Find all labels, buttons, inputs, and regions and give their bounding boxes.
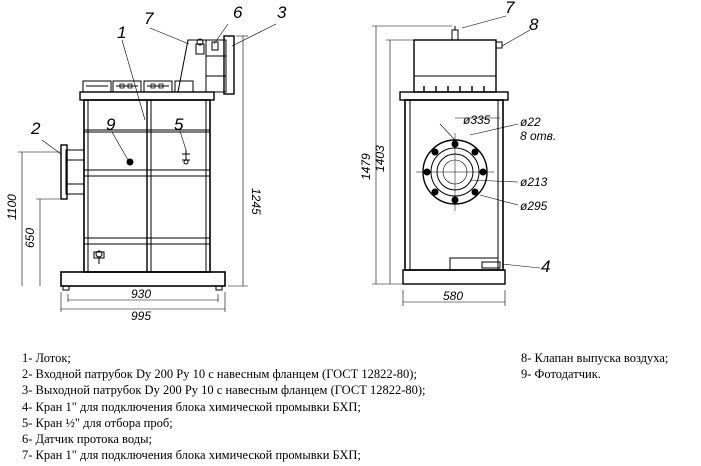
legend-left: 1- Лоток; 2- Входной патрубок Dy 200 Ру … <box>22 350 426 463</box>
side-dimensions: 580 1479 1403 ø335 ø22 8 отв. ø213 ø295 <box>359 113 556 303</box>
front-view <box>18 23 277 312</box>
legend-right: 8- Клапан выпуска воздуха; 9- Фотодатчик… <box>521 350 668 382</box>
flange <box>416 133 494 211</box>
callout-7: 7 <box>144 9 154 28</box>
callout-side-7: 7 <box>505 0 515 17</box>
callout-side-8: 8 <box>529 15 539 34</box>
inlet-pipe <box>60 144 85 200</box>
dim-1403: 1403 <box>373 145 387 172</box>
dim-213: ø213 <box>520 175 548 189</box>
legend-item: 9- Фотодатчик. <box>521 367 601 382</box>
technical-drawing: 1 2 3 5 6 7 9 7 8 4 930 995 1100 650 124… <box>5 0 556 323</box>
callout-5: 5 <box>174 115 184 134</box>
legend-item: 2- Входной патрубок Dy 200 Ру 10 с навес… <box>22 367 417 382</box>
legend-item: 5- Кран ½" для отбора проб; <box>22 415 173 430</box>
callout-1: 1 <box>117 23 126 42</box>
dim-1100: 1100 <box>5 194 19 220</box>
callout-6: 6 <box>233 3 243 22</box>
dim-995: 995 <box>131 309 151 323</box>
dim-22: ø22 <box>520 115 541 129</box>
legend-item: 7- Кран 1" для подключения блока химичес… <box>22 448 361 463</box>
legend-item: 4- Кран 1" для подключения блока химичес… <box>22 399 361 414</box>
legend-item: 6- Датчик протока воды; <box>22 432 152 447</box>
dim-650: 650 <box>23 228 37 248</box>
dim-1479: 1479 <box>359 153 373 180</box>
side-view <box>372 15 541 306</box>
outlet-column <box>177 35 235 95</box>
dim-580: 580 <box>443 289 463 303</box>
front-dimensions: 930 995 1100 650 1245 <box>5 188 263 323</box>
front-callouts: 1 2 3 5 6 7 9 <box>30 3 287 138</box>
top-trays <box>82 80 194 93</box>
legend-item: 8- Клапан выпуска воздуха; <box>521 351 669 365</box>
callout-3: 3 <box>277 3 287 22</box>
dim-295: ø295 <box>520 199 548 213</box>
legend-item: 3- Выходной патрубок Dy 200 Ру 10 с наве… <box>22 383 426 398</box>
callout-2: 2 <box>30 119 41 138</box>
dim-335: ø335 <box>463 113 491 127</box>
callout-9: 9 <box>106 115 116 134</box>
side-callouts: 7 8 4 <box>505 0 550 276</box>
dim-930: 930 <box>131 287 151 301</box>
legend-item: 1- Лоток; <box>22 351 71 365</box>
callout-side-4: 4 <box>541 257 550 276</box>
dim-1245: 1245 <box>249 188 263 215</box>
dim-8-holes: 8 отв. <box>520 129 556 143</box>
